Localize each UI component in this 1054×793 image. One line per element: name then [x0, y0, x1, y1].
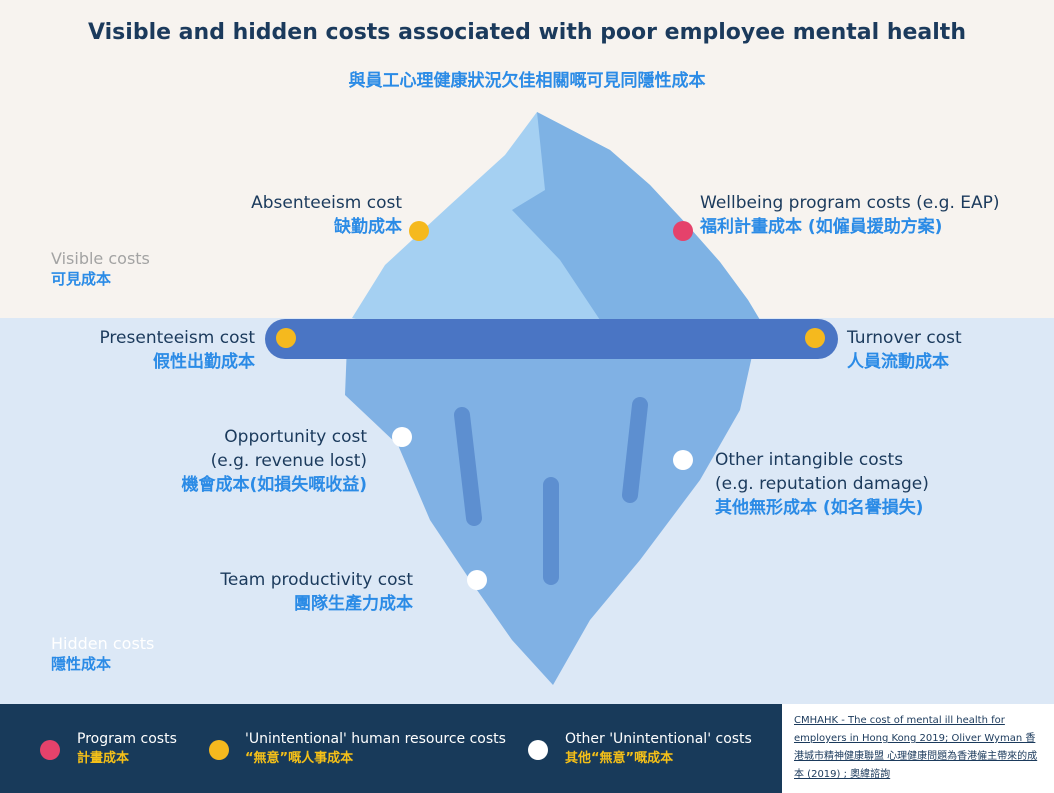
- wellbeing-zh: 福利計畫成本 (如僱員援助方案): [700, 217, 943, 237]
- absenteeism-label: Absenteeism cost 缺勤成本: [251, 191, 402, 239]
- team-productivity-label: Team productivity cost 團隊生產力成本: [220, 568, 413, 616]
- team-dot: [467, 570, 487, 590]
- turnover-en: Turnover cost: [847, 328, 962, 348]
- opportunity-en-line2: (e.g. revenue lost): [210, 451, 367, 471]
- opportunity-en-line1: Opportunity cost: [224, 427, 367, 447]
- presenteeism-zh: 假性出勤成本: [153, 352, 255, 372]
- team-productivity-zh: 團隊生產力成本: [294, 594, 413, 614]
- iceberg-crack-3: [622, 397, 648, 503]
- opportunity-dot: [392, 427, 412, 447]
- hidden-costs-zh: 隱性成本: [51, 655, 112, 673]
- intangible-label: Other intangible costs (e.g. reputation …: [715, 448, 929, 520]
- turnover-zh: 人員流動成本: [847, 352, 949, 372]
- hidden-costs-en: Hidden costs: [51, 634, 155, 653]
- legend-bar: [0, 704, 782, 793]
- intangible-en-line1: Other intangible costs: [715, 450, 904, 470]
- legend-program-zh: 計畫成本: [77, 751, 130, 766]
- visible-costs-zh: 可見成本: [51, 270, 112, 288]
- presenteeism-label: Presenteeism cost 假性出勤成本: [99, 326, 255, 374]
- wellbeing-dot: [673, 221, 693, 241]
- intangible-en-line2: (e.g. reputation damage): [715, 474, 929, 494]
- hidden-costs-section: Hidden costs 隱性成本: [51, 634, 154, 674]
- absenteeism-zh: 缺勤成本: [334, 217, 402, 237]
- source-box: [782, 704, 1054, 793]
- presenteeism-en: Presenteeism cost: [99, 328, 255, 348]
- legend-hr-zh: “無意”嘅人事成本: [245, 751, 354, 766]
- legend-other-zh: 其他“無意”嘅成本: [565, 751, 674, 766]
- page-title: Visible and hidden costs associated with…: [88, 20, 966, 45]
- turnover-dot: [805, 328, 825, 348]
- intangible-dot: [673, 450, 693, 470]
- legend-hr-en: 'Unintentional' human resource costs: [245, 731, 506, 747]
- iceberg-illustration: [265, 112, 838, 685]
- wellbeing-label: Wellbeing program costs (e.g. EAP) 福利計畫成…: [700, 191, 1000, 239]
- legend-program: Program costs 計畫成本: [77, 731, 177, 766]
- presenteeism-dot: [276, 328, 296, 348]
- legend-program-dot: [40, 740, 60, 760]
- source-link[interactable]: CMHAHK - The cost of mental ill health f…: [794, 715, 1038, 780]
- opportunity-label: Opportunity cost (e.g. revenue lost) 機會成…: [181, 425, 367, 497]
- legend-hr: 'Unintentional' human resource costs “無意…: [245, 731, 506, 766]
- page-subtitle: 與員工心理健康狀況欠佳相關嘅可見同隱性成本: [348, 71, 706, 91]
- wellbeing-en: Wellbeing program costs (e.g. EAP): [700, 193, 1000, 213]
- iceberg-tip-right: [512, 112, 760, 320]
- opportunity-zh: 機會成本(如損失嘅收益): [181, 475, 367, 495]
- intangible-zh: 其他無形成本 (如名譽損失): [715, 498, 924, 518]
- visible-costs-en: Visible costs: [51, 249, 150, 268]
- legend-other-en: Other 'Unintentional' costs: [565, 731, 752, 747]
- visible-costs-section: Visible costs 可見成本: [51, 249, 150, 289]
- waterline-bar: [265, 319, 838, 359]
- legend-hr-dot: [209, 740, 229, 760]
- legend-other: Other 'Unintentional' costs 其他“無意”嘅成本: [565, 731, 752, 766]
- legend-program-en: Program costs: [77, 731, 177, 747]
- turnover-label: Turnover cost 人員流動成本: [847, 326, 962, 374]
- absenteeism-en: Absenteeism cost: [251, 193, 402, 213]
- legend-other-dot: [528, 740, 548, 760]
- team-productivity-en: Team productivity cost: [220, 570, 413, 590]
- iceberg-crack-1: [454, 407, 482, 526]
- absenteeism-dot: [409, 221, 429, 241]
